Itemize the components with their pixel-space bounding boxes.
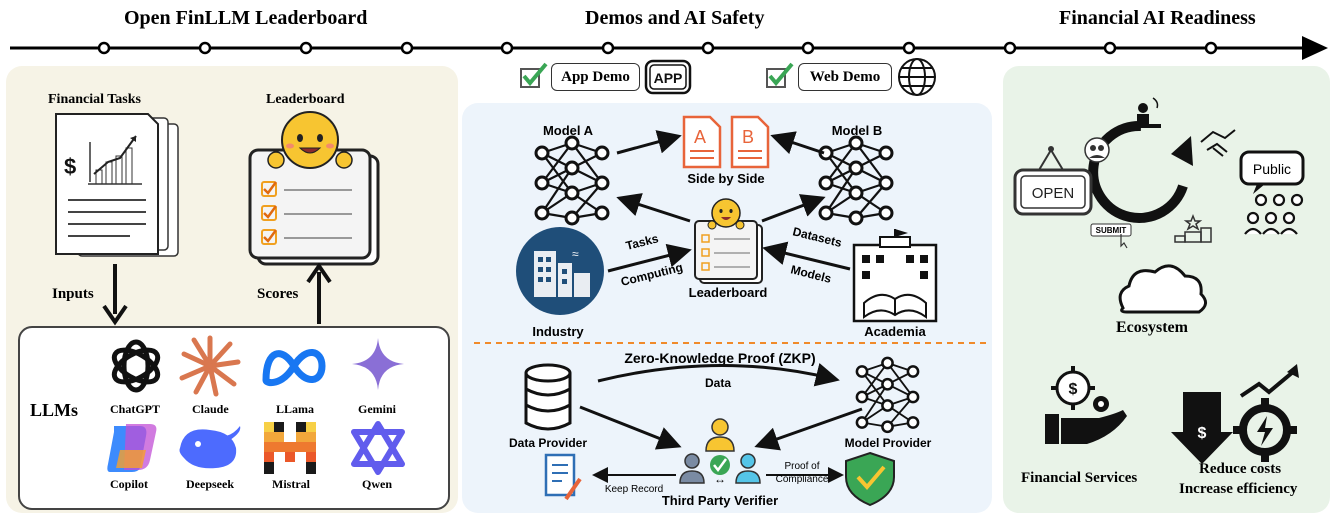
public-speech-icon: Public <box>1239 150 1305 235</box>
person-laptop-icon <box>1133 97 1161 128</box>
record-document-icon <box>544 453 582 501</box>
section-title-leaderboard: Open FinLLM Leaderboard <box>124 7 368 29</box>
money-hand-gear-icon: $ <box>1045 366 1127 444</box>
cycle-arrow <box>1088 120 1188 223</box>
web-demo-box: Web Demo <box>798 63 892 91</box>
leaderboard-board-icon <box>248 111 380 266</box>
model-provider-network-icon <box>855 356 920 434</box>
center-leaderboard-label: Leaderboard <box>689 285 768 300</box>
llm-name-qwen: Qwen <box>362 477 392 491</box>
bidirectional-arrow: ↔ <box>714 472 726 486</box>
model-provider-label: Model Provider <box>845 436 932 450</box>
ecosystem-label: Ecosystem <box>1116 319 1188 336</box>
llm-name-gemini: Gemini <box>358 402 396 416</box>
llm-name-chatgpt: ChatGPT <box>110 402 161 416</box>
timeline-nodes <box>97 41 1218 55</box>
scores-label: Scores <box>257 286 299 302</box>
app-icon: APP <box>644 59 692 95</box>
verifier-top-icon <box>705 418 735 452</box>
industry-label: Industry <box>532 324 584 339</box>
submit-text: SUBMIT <box>1096 226 1127 235</box>
scores-arrow <box>306 262 332 324</box>
leaderboard-label: Leaderboard <box>266 92 345 107</box>
handshake-icon <box>1200 129 1236 157</box>
globe-icon <box>898 58 936 96</box>
increase-efficiency-label: Increase efficiency <box>1179 481 1298 497</box>
llama-meta-logo-icon <box>262 349 326 387</box>
financial-services-label: Financial Services <box>1021 470 1138 486</box>
llm-name-claude: Claude <box>192 402 229 416</box>
svg-text:$: $ <box>1198 425 1207 442</box>
doc-a-letter: A <box>694 127 706 147</box>
llm-name-deepseek: Deepseek <box>186 477 234 491</box>
podium-icon <box>1174 213 1212 243</box>
llm-name-llama: LLama <box>276 402 315 416</box>
industry-icon: ≈ <box>516 227 604 315</box>
academia-icon <box>852 229 938 323</box>
svg-text:≈: ≈ <box>572 247 579 261</box>
side-by-side-label: Side by Side <box>687 171 764 186</box>
center-leaderboard-icon <box>694 198 763 284</box>
financial-tasks-label: Financial Tasks <box>48 92 141 107</box>
data-provider-label: Data Provider <box>509 436 587 450</box>
app-icon-text: APP <box>654 70 683 86</box>
svg-text:$: $ <box>1069 381 1078 398</box>
doc-b-icon: B <box>730 115 770 169</box>
keep-record-label: Keep Record <box>605 484 663 495</box>
inputs-label: Inputs <box>52 286 94 302</box>
inputs-arrow <box>102 264 128 326</box>
llms-label: LLMs <box>30 400 79 420</box>
academia-label: Academia <box>864 324 926 339</box>
timeline-arrow <box>10 36 1328 60</box>
submit-button-icon: SUBMIT <box>1090 223 1132 249</box>
model-b-network-icon <box>818 135 894 226</box>
readiness-diagram: OPEN SUBMIT Public $ <box>1013 97 1305 464</box>
compliance-label: Compliance <box>776 474 829 485</box>
chatgpt-logo-icon <box>111 339 161 393</box>
gemini-logo-icon <box>352 338 404 390</box>
reduce-costs-label: Reduce costs <box>1199 461 1282 477</box>
zkp-label: Zero-Knowledge Proof (ZKP) <box>624 350 815 366</box>
data-arrow <box>597 363 840 387</box>
public-bubble-text: Public <box>1253 161 1291 177</box>
copilot-logo-icon <box>107 424 157 472</box>
llm-name-mistral: Mistral <box>272 477 310 491</box>
mistral-logo-icon <box>264 422 316 474</box>
database-icon <box>524 363 572 431</box>
cloud-icon <box>1118 264 1207 314</box>
deepseek-logo-icon <box>179 426 241 469</box>
claude-logo-icon <box>179 335 241 397</box>
app-demo-box: App Demo <box>551 63 640 91</box>
verifier-left-icon <box>679 453 705 484</box>
third-party-verifier-label: Third Party Verifier <box>662 493 778 508</box>
proof-of-label: Proof of <box>784 461 819 472</box>
doc-a-icon: A <box>682 115 722 169</box>
verifier-right-icon <box>735 453 761 484</box>
open-sign-text: OPEN <box>1032 185 1075 202</box>
ai-safety-diagram: Model A Model B A B Side by Side <box>474 115 986 508</box>
web-demo-check-icon <box>766 62 794 88</box>
model-b-label: Model B <box>832 123 883 138</box>
doc-b-letter: B <box>742 127 754 147</box>
model-a-network-icon <box>534 135 610 226</box>
models-label: Models <box>789 262 833 286</box>
open-sign-icon: OPEN <box>1013 146 1093 216</box>
model-a-label: Model A <box>543 123 594 138</box>
financial-document-icon: $ <box>55 113 179 257</box>
reduce-costs-icon: $ <box>1171 364 1299 464</box>
app-demo-check-icon <box>520 62 548 88</box>
qwen-logo-icon <box>351 421 405 475</box>
section-title-readiness: Financial AI Readiness <box>1059 7 1256 29</box>
llm-name-copilot: Copilot <box>110 477 149 491</box>
group-icon <box>1084 137 1110 163</box>
section-title-demos-safety: Demos and AI Safety <box>585 7 765 29</box>
svg-text:$: $ <box>64 154 76 179</box>
datasets-label: Datasets <box>791 224 843 250</box>
tasks-label: Tasks <box>624 231 660 253</box>
shield-check-icon <box>845 451 895 507</box>
verifier-check-icon <box>710 455 730 475</box>
data-label: Data <box>705 376 731 390</box>
